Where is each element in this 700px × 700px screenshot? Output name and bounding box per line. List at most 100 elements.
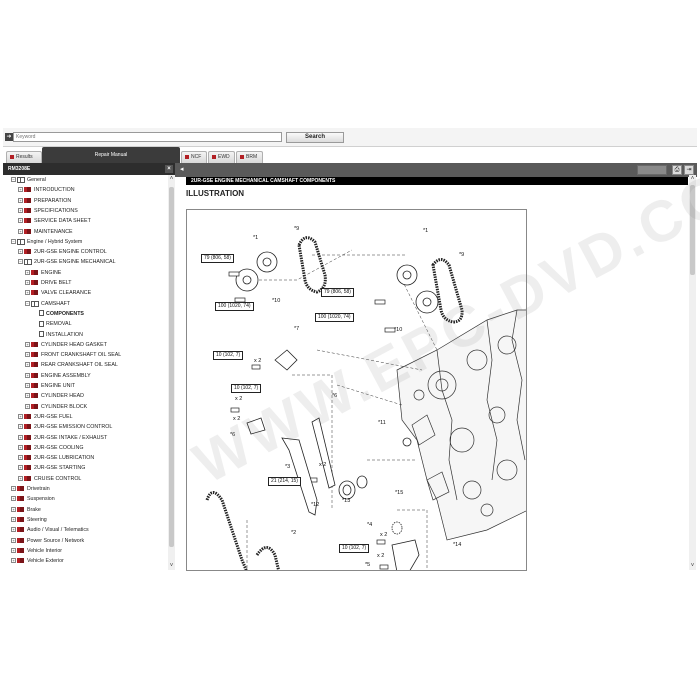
sidebar-scrollbar[interactable]: ˄ ˅ — [168, 175, 175, 570]
expand-icon[interactable]: + — [25, 393, 30, 399]
tree-item[interactable]: +CYLINDER BLOCK — [25, 402, 87, 412]
tree-item[interactable]: INSTALLATION — [32, 330, 83, 340]
tab-ncf[interactable]: NCF — [181, 151, 207, 163]
tree-item[interactable]: +MAINTENANCE — [18, 227, 73, 237]
tree-item[interactable]: +SERVICE DATA SHEET — [18, 216, 91, 226]
tree-item[interactable]: +2UR-GSE ENGINE CONTROL — [18, 247, 107, 257]
scroll-down-icon[interactable]: ˅ — [169, 563, 174, 569]
tree-item[interactable]: REMOVAL — [32, 319, 72, 329]
tree-item[interactable]: +REAR CRANKSHAFT OIL SEAL — [25, 360, 118, 370]
tree-item[interactable]: COMPONENTS — [32, 309, 84, 319]
expand-icon[interactable]: + — [11, 486, 16, 492]
tree-item[interactable]: +Suspension — [11, 494, 55, 504]
tree-item[interactable]: +Drivetrain — [11, 484, 50, 494]
expand-icon[interactable]: + — [11, 496, 16, 502]
tree-item[interactable]: +INTRODUCTION — [18, 185, 75, 195]
tab-results[interactable]: Results — [6, 151, 42, 163]
tree-item[interactable]: +CYLINDER HEAD GASKET — [25, 340, 107, 350]
tree-item[interactable]: +Audio / Visual / Telematics — [11, 525, 89, 535]
expand-icon[interactable]: + — [11, 547, 16, 553]
expand-icon[interactable]: + — [18, 197, 23, 203]
expand-icon[interactable]: + — [11, 537, 16, 543]
expand-icon[interactable]: + — [25, 290, 30, 296]
expand-icon[interactable]: + — [18, 413, 23, 419]
close-icon[interactable]: × — [165, 165, 173, 173]
tree-item[interactable]: +ENGINE — [25, 268, 61, 278]
tree-item[interactable]: +PREPARATION — [18, 196, 71, 206]
keyword-input[interactable] — [13, 132, 282, 142]
tree-item[interactable]: +2UR-GSE EMISSION CONTROL — [18, 422, 112, 432]
tab-brm[interactable]: BRM — [236, 151, 263, 163]
tree-item[interactable]: −2UR-GSE ENGINE MECHANICAL — [18, 257, 116, 267]
page-tab[interactable] — [637, 165, 667, 175]
export-icon[interactable]: ⇥ — [684, 165, 694, 175]
search-button[interactable]: Search — [286, 132, 344, 143]
expand-icon[interactable]: + — [18, 434, 23, 440]
scroll-thumb[interactable] — [169, 187, 174, 547]
scroll-up-icon[interactable]: ˄ — [169, 176, 174, 182]
expand-icon[interactable]: + — [18, 207, 23, 213]
breadcrumb: 2UR-GSE ENGINE MECHANICAL CAMSHAFT COMPO… — [186, 177, 688, 185]
tree-item[interactable]: +ENGINE ASSEMBLY — [25, 371, 91, 381]
tree-item[interactable]: +2UR-GSE COOLING — [18, 443, 83, 453]
collapse-icon[interactable]: − — [18, 259, 23, 265]
tree-item[interactable]: +ENGINE UNIT — [25, 381, 75, 391]
expand-icon[interactable]: + — [25, 372, 30, 378]
expand-icon[interactable]: + — [25, 362, 30, 368]
expand-icon[interactable]: + — [25, 403, 30, 409]
collapse-sidebar-icon[interactable]: ◂ — [180, 166, 184, 173]
scroll-up-icon[interactable]: ˄ — [690, 176, 695, 182]
tree-item[interactable]: +VALVE CLEARANCE — [25, 288, 91, 298]
expand-icon[interactable]: + — [25, 383, 30, 389]
scroll-down-icon[interactable]: ˅ — [690, 563, 695, 569]
tree-item[interactable]: −CAMSHAFT — [25, 299, 70, 309]
tree-item[interactable]: +Vehicle Interior — [11, 546, 62, 556]
expand-icon[interactable]: + — [18, 218, 23, 224]
open-book-icon — [24, 259, 32, 266]
expand-icon[interactable]: + — [18, 424, 23, 430]
collapse-icon[interactable]: − — [11, 177, 16, 183]
tree-item[interactable]: +Power Source / Network — [11, 536, 84, 546]
expand-icon[interactable]: + — [25, 269, 30, 275]
print-icon[interactable]: ⎙ — [672, 165, 682, 175]
tree-item[interactable]: +Brake — [11, 505, 41, 515]
book-icon — [31, 280, 39, 286]
expand-icon[interactable]: + — [18, 475, 23, 481]
tree-item[interactable]: −General — [11, 175, 46, 185]
tree-item[interactable]: + Steering — [11, 515, 47, 525]
expand-icon[interactable]: + — [11, 527, 16, 533]
tree-item[interactable]: +FRONT CRANKSHAFT OIL SEAL — [25, 350, 121, 360]
document-scrollbar[interactable]: ˄ ˅ — [689, 175, 696, 570]
tree-item[interactable]: +CYLINDER HEAD — [25, 391, 84, 401]
expand-icon[interactable]: + — [18, 465, 23, 471]
tree-item[interactable]: +SPECIFICATIONS — [18, 206, 78, 216]
tree-item[interactable]: +2UR-GSE INTAKE / EXHAUST — [18, 433, 107, 443]
tree-item[interactable]: +Vehicle Exterior — [11, 556, 64, 566]
expand-icon[interactable]: + — [18, 444, 23, 450]
tree-item[interactable]: −Engine / Hybrid System — [11, 237, 82, 247]
tree-item[interactable]: +CRUISE CONTROL — [18, 474, 81, 484]
expand-icon[interactable]: + — [11, 516, 16, 522]
torque-spec: 10 (102, 7) — [339, 544, 370, 553]
expand-icon[interactable]: + — [18, 187, 23, 193]
expand-icon[interactable]: + — [25, 280, 30, 286]
collapse-icon[interactable]: − — [11, 238, 16, 244]
tree-item-label: Steering — [27, 516, 47, 523]
expand-icon[interactable]: + — [11, 506, 16, 512]
collapse-icon[interactable]: − — [25, 300, 30, 306]
tree-item[interactable]: +2UR-GSE STARTING — [18, 463, 85, 473]
tree-item[interactable]: +DRIVE BELT — [25, 278, 72, 288]
tab-ewd[interactable]: EWD — [208, 151, 235, 163]
tree-item[interactable]: +2UR-GSE FUEL — [18, 412, 73, 422]
expand-icon[interactable]: + — [25, 341, 30, 347]
expand-icon[interactable]: + — [18, 249, 23, 255]
arrow-right-icon[interactable]: ➜ — [5, 133, 13, 141]
expand-icon[interactable]: + — [11, 558, 16, 564]
expand-icon[interactable]: + — [25, 352, 30, 358]
tree-item[interactable]: +2UR-GSE LUBRICATION — [18, 453, 94, 463]
tree-item-label: 2UR-GSE FUEL — [34, 413, 73, 420]
scroll-thumb[interactable] — [690, 185, 695, 275]
tab-repair-manual[interactable]: Repair Manual — [42, 147, 180, 163]
expand-icon[interactable]: + — [18, 228, 23, 234]
expand-icon[interactable]: + — [18, 455, 23, 461]
